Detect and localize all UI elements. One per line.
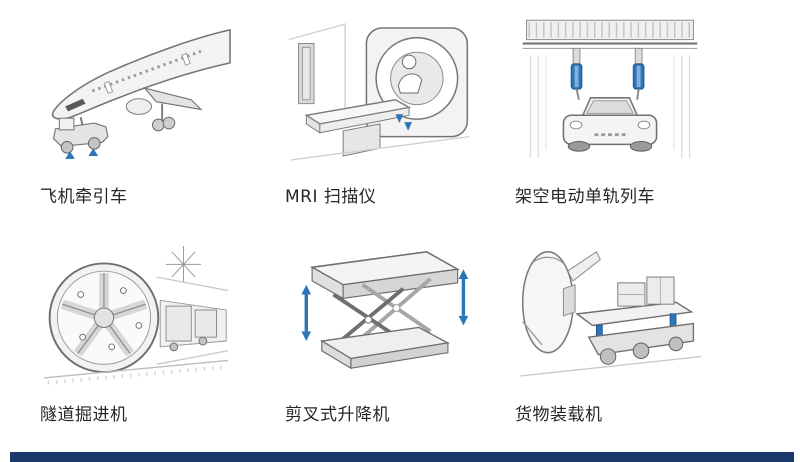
mri-scanner-illustration — [283, 6, 477, 178]
cargo-loader-illustration — [513, 224, 707, 396]
tunnel-boring-machine-icon — [43, 245, 229, 385]
gallery-item-label: MRI 扫描仪 — [285, 187, 377, 207]
aircraft-tow-tractor-illustration — [38, 6, 232, 178]
gallery-item-overhead-monorail: 架空电动单轨列车 — [513, 6, 775, 224]
gallery-item-mri-scanner: MRI 扫描仪 — [283, 6, 513, 224]
gallery-item-label: 剪叉式升降机 — [285, 405, 390, 425]
gallery-item-label: 隧道掘进机 — [40, 405, 128, 425]
scissor-lift-illustration — [283, 224, 477, 396]
gallery-item-label: 货物装载机 — [515, 405, 603, 425]
gallery-item-label: 飞机牵引车 — [40, 187, 128, 207]
footer-bar — [10, 452, 794, 462]
gallery-item-aircraft-tow-tractor: 飞机牵引车 — [38, 6, 283, 224]
application-gallery: 飞机牵引车 MRI 扫描仪 — [38, 6, 775, 442]
scissor-lift-icon — [301, 250, 469, 370]
tunnel-boring-machine-illustration — [38, 224, 232, 396]
gallery-item-tunnel-boring-machine: 隧道掘进机 — [38, 224, 283, 442]
overhead-monorail-icon — [522, 19, 698, 158]
cargo-loader-icon — [520, 251, 702, 377]
gallery-item-cargo-loader: 货物装载机 — [513, 224, 775, 442]
gallery-item-label: 架空电动单轨列车 — [515, 187, 655, 207]
gallery-item-scissor-lift: 剪叉式升降机 — [283, 224, 513, 442]
mri-scanner-icon — [288, 23, 470, 161]
aircraft-tow-tractor-icon — [51, 28, 231, 159]
overhead-monorail-illustration — [513, 6, 707, 178]
